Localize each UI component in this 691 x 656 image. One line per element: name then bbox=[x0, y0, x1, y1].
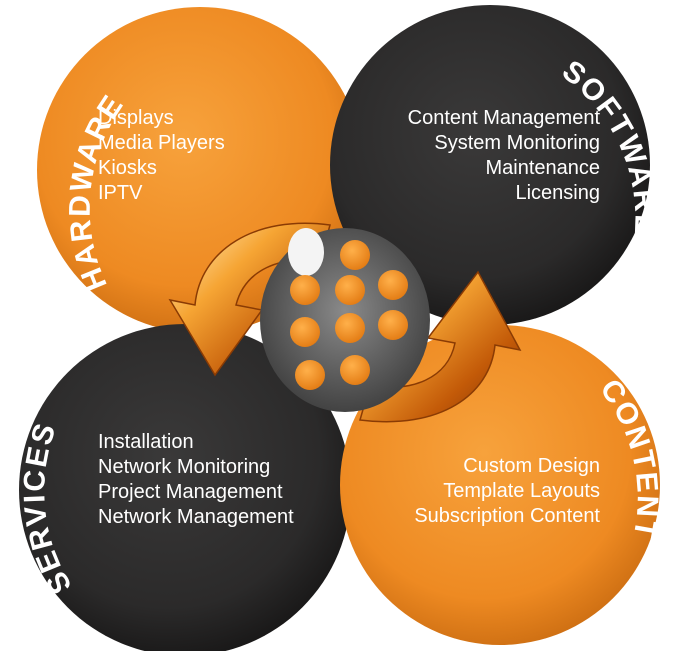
services-list: Installation Network Monitoring Project … bbox=[98, 430, 294, 530]
list-item: Displays bbox=[98, 107, 174, 129]
emblem-dot bbox=[290, 275, 320, 305]
list-item: Maintenance bbox=[485, 157, 600, 179]
list-item: Subscription Content bbox=[414, 505, 600, 527]
emblem-dot bbox=[335, 275, 365, 305]
list-item: Installation bbox=[98, 431, 194, 453]
list-item: Network Monitoring bbox=[98, 456, 271, 478]
content-list: Custom Design Template Layouts Subscript… bbox=[414, 454, 600, 529]
emblem-dot bbox=[340, 355, 370, 385]
cycle-arrow-right bbox=[359, 270, 522, 423]
services-circle bbox=[19, 324, 351, 656]
emblem-highlight bbox=[288, 228, 324, 276]
software-circle bbox=[330, 5, 650, 325]
list-item: System Monitoring bbox=[434, 132, 600, 154]
list-item: Licensing bbox=[515, 182, 600, 204]
emblem-dot bbox=[340, 240, 370, 270]
list-item: Network Management bbox=[98, 506, 294, 528]
emblem-dot bbox=[378, 270, 408, 300]
list-item: Kiosks bbox=[98, 157, 157, 179]
software-list: Content Management System Monitoring Mai… bbox=[408, 106, 600, 206]
emblem-dot bbox=[295, 360, 325, 390]
list-item: Template Layouts bbox=[443, 480, 600, 502]
list-item: IPTV bbox=[98, 182, 143, 204]
emblem-dot bbox=[378, 310, 408, 340]
hardware-list: Displays Media Players Kiosks IPTV bbox=[98, 106, 225, 206]
list-item: Project Management bbox=[98, 481, 283, 503]
list-item: Media Players bbox=[98, 132, 225, 154]
list-item: Content Management bbox=[407, 107, 600, 129]
emblem-dot bbox=[290, 317, 320, 347]
list-item: Custom Design bbox=[463, 455, 600, 477]
emblem-dot bbox=[335, 313, 365, 343]
cycle-arrows-emblem bbox=[168, 222, 522, 423]
